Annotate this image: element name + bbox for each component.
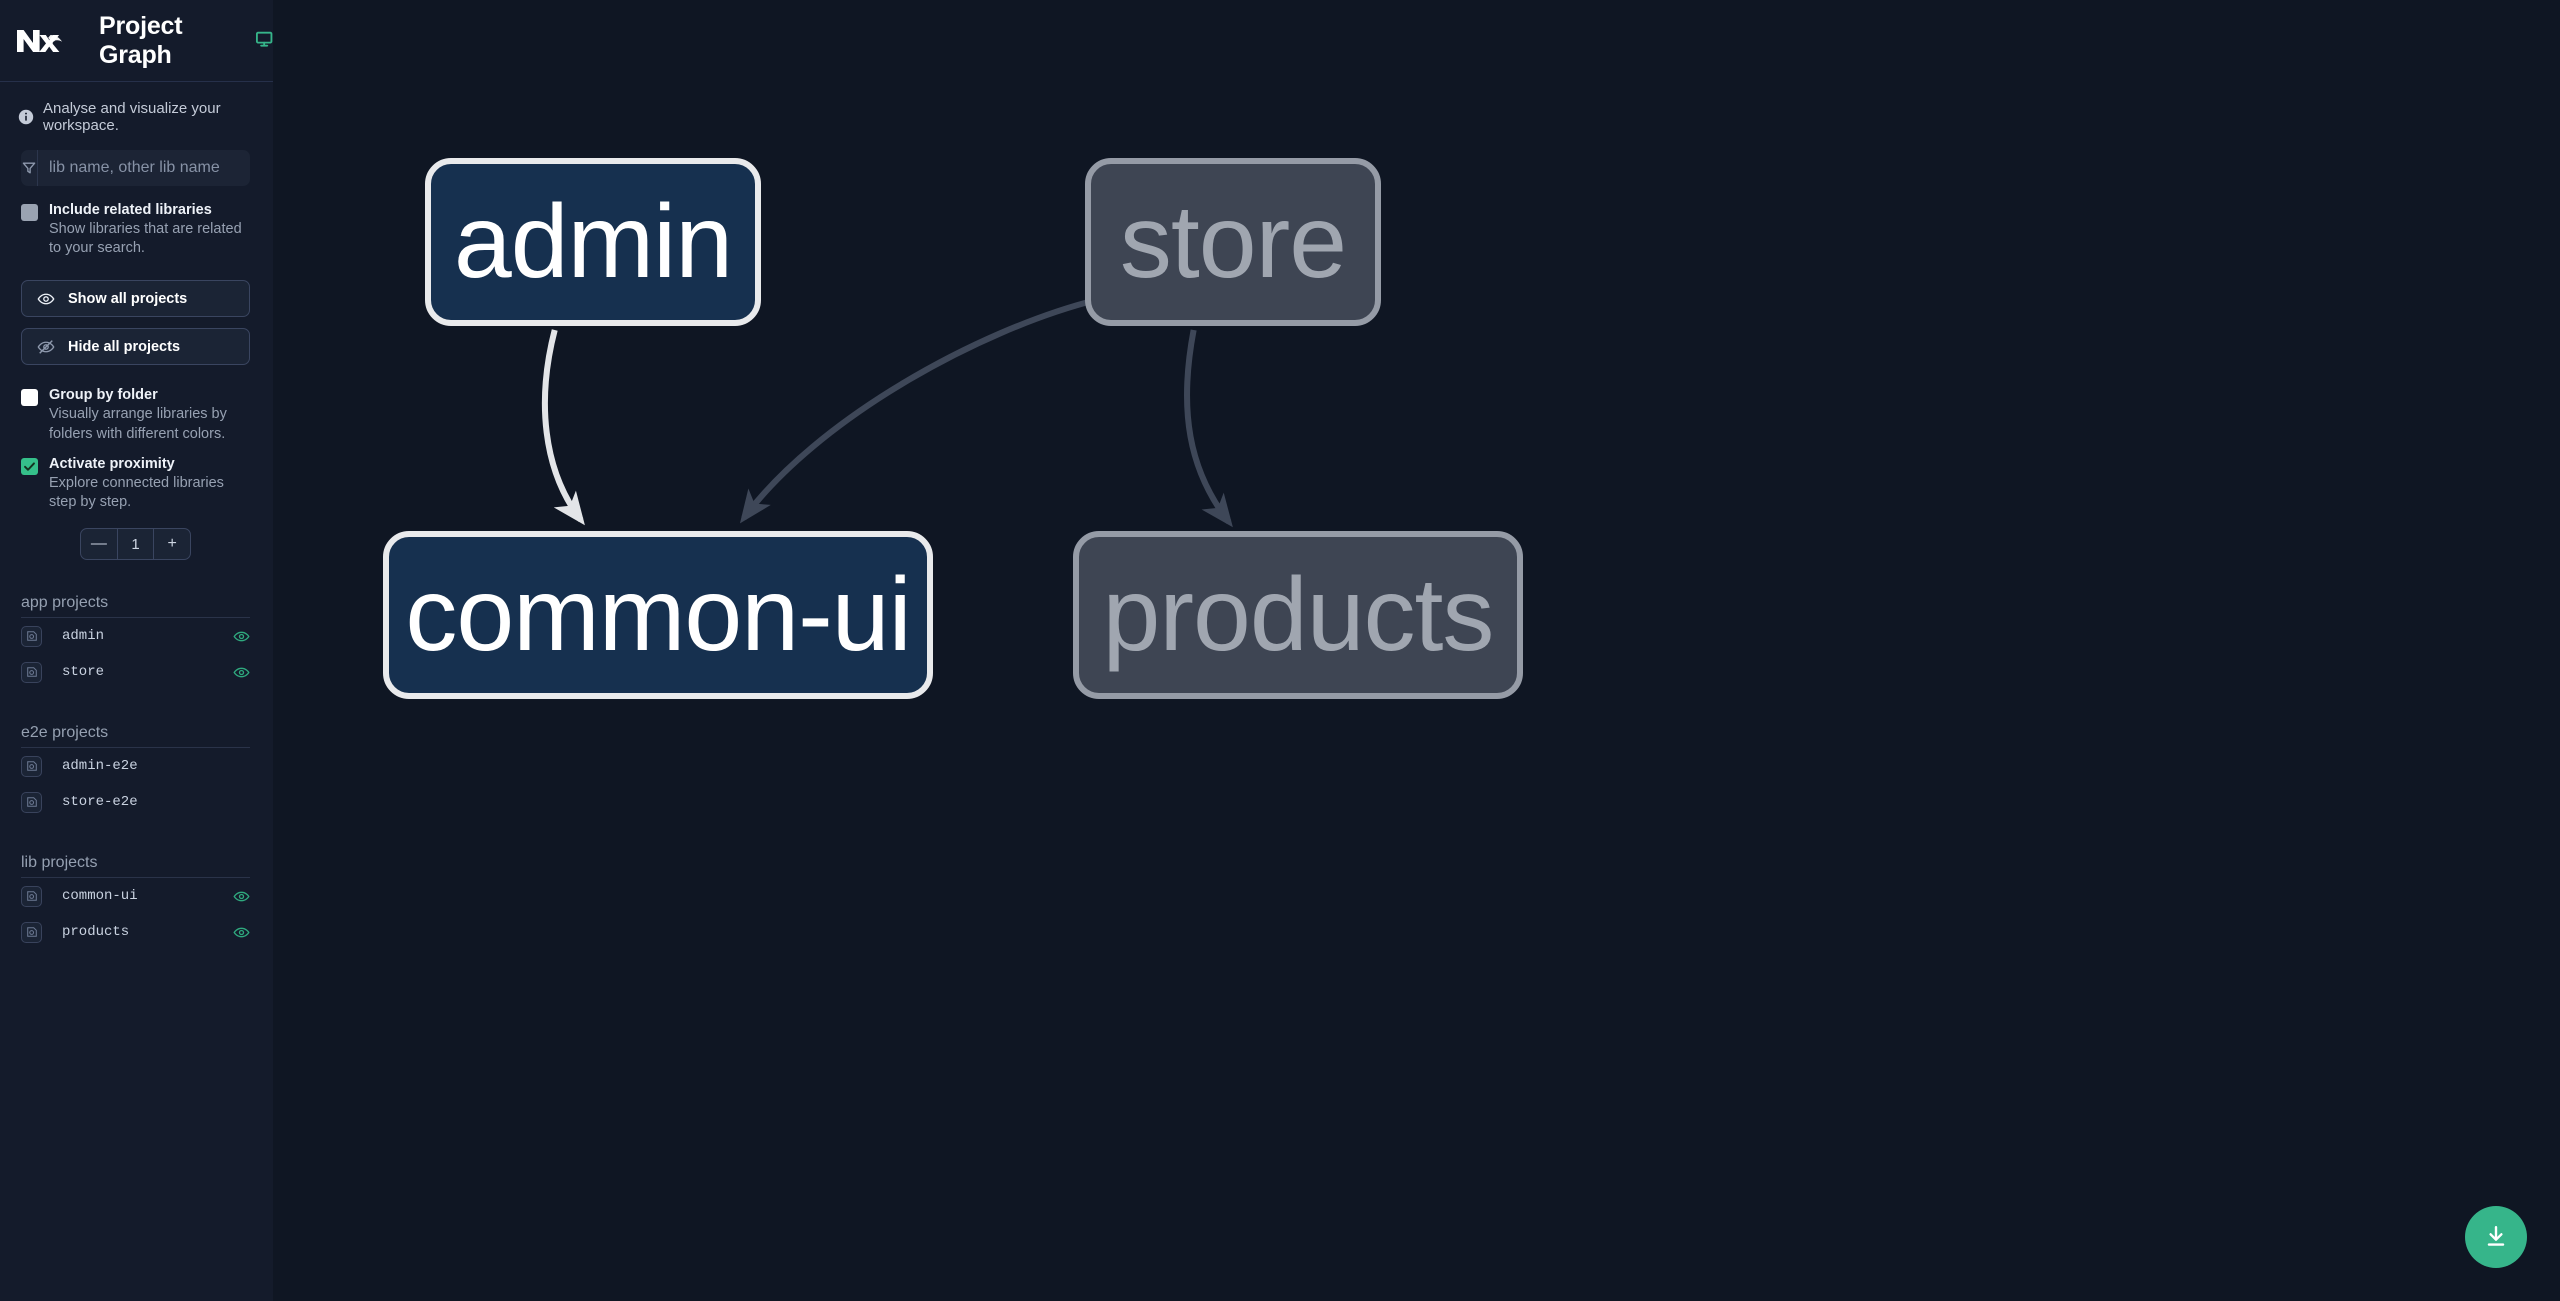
graph-node-store[interactable]: store (1085, 158, 1381, 326)
project-icon (21, 625, 42, 647)
option-include-related-libraries[interactable]: Include related libraries Show libraries… (21, 202, 250, 258)
edge-admin-to-common-ui (541, 329, 585, 526)
option-description: Show libraries that are related to your … (49, 221, 242, 257)
project-name: store (62, 664, 105, 681)
group-title-app-projects: app projects (21, 594, 250, 619)
project-name: products (62, 924, 130, 941)
graph-node-label: products (1102, 557, 1495, 673)
eye-icon[interactable] (233, 628, 250, 645)
eye-icon (37, 290, 55, 308)
project-icon (21, 885, 42, 907)
proximity-increment-button[interactable]: + (153, 529, 190, 560)
option-activate-proximity[interactable]: Activate proximity Explore connected lib… (21, 456, 250, 512)
download-icon (2483, 1224, 2509, 1250)
nx-logo (14, 21, 69, 61)
project-row-store-e2e[interactable]: store-e2e (21, 784, 250, 820)
graph-node-label: common-ui (405, 557, 911, 673)
hide-all-projects-button[interactable]: Hide all projects (21, 328, 250, 366)
proximity-stepper[interactable]: — 1 + (80, 528, 191, 561)
visibility-buttons: Show all projects Hide all projects (21, 280, 250, 366)
graph-canvas[interactable]: admin store common-ui products (273, 0, 2560, 1301)
graph-node-common-ui[interactable]: common-ui (383, 531, 933, 699)
eye-icon[interactable] (233, 924, 250, 941)
checkbox-activate-proximity[interactable] (21, 457, 38, 475)
project-icon (21, 791, 42, 813)
edge-store-to-common-ui (739, 297, 1097, 524)
search-input[interactable] (38, 150, 250, 186)
show-all-projects-button[interactable]: Show all projects (21, 280, 250, 318)
project-icon (21, 755, 42, 777)
project-name: store-e2e (62, 794, 138, 811)
project-icon (21, 661, 42, 683)
group-title-lib-projects: lib projects (21, 854, 250, 879)
project-row-admin-e2e[interactable]: admin-e2e (21, 748, 250, 784)
graph-edges (541, 297, 1233, 528)
graph-node-label: store (1119, 184, 1347, 300)
eye-icon[interactable] (233, 664, 250, 681)
project-row-common-ui[interactable]: common-ui (21, 878, 250, 914)
funnel-icon (21, 160, 37, 176)
page-title: Project Graph (99, 11, 183, 69)
sidebar-body: Include related libraries Show libraries… (0, 148, 273, 950)
checkbox-include-related-libraries[interactable] (21, 204, 38, 221)
monitor-icon[interactable] (255, 30, 273, 52)
option-label: Activate proximity (49, 455, 175, 472)
hide-all-projects-label: Hide all projects (68, 338, 181, 355)
project-name: admin-e2e (62, 758, 138, 775)
sidebar-header: Project Graph (0, 0, 273, 82)
filter-icon-box (21, 150, 38, 186)
eye-off-icon (37, 338, 55, 356)
option-group-by-folder[interactable]: Group by folder Visually arrange librari… (21, 387, 250, 443)
proximity-decrement-button[interactable]: — (90, 535, 107, 553)
graph-node-products[interactable]: products (1073, 531, 1523, 699)
info-icon (18, 109, 34, 125)
checkbox-group-by-folder[interactable] (21, 389, 38, 407)
project-row-store[interactable]: store (21, 654, 250, 690)
graph-node-admin[interactable]: admin (425, 158, 761, 326)
graph-node-label: admin (453, 184, 733, 300)
workspace-subtitle: Analyse and visualize your workspace. (43, 100, 221, 134)
edge-store-to-products (1184, 329, 1233, 528)
project-name: common-ui (62, 888, 138, 905)
workspace-subtitle-row: Analyse and visualize your workspace. (0, 82, 273, 148)
project-row-products[interactable]: products (21, 914, 250, 950)
option-description: Visually arrange libraries by folders wi… (49, 406, 227, 442)
option-label: Group by folder (49, 387, 158, 404)
show-all-projects-label: Show all projects (68, 290, 188, 307)
eye-icon[interactable] (233, 888, 250, 905)
proximity-value: 1 (116, 529, 154, 560)
project-row-admin[interactable]: admin (21, 618, 250, 654)
group-title-e2e-projects: e2e projects (21, 724, 250, 749)
project-name: admin (62, 628, 105, 645)
search-bar[interactable] (21, 150, 250, 186)
option-description: Explore connected libraries step by step… (49, 474, 224, 510)
option-label: Include related libraries (49, 202, 212, 218)
project-icon (21, 921, 42, 943)
download-button[interactable] (2465, 1206, 2527, 1268)
sidebar: Project Graph Analyse and visualize your… (0, 0, 273, 1301)
